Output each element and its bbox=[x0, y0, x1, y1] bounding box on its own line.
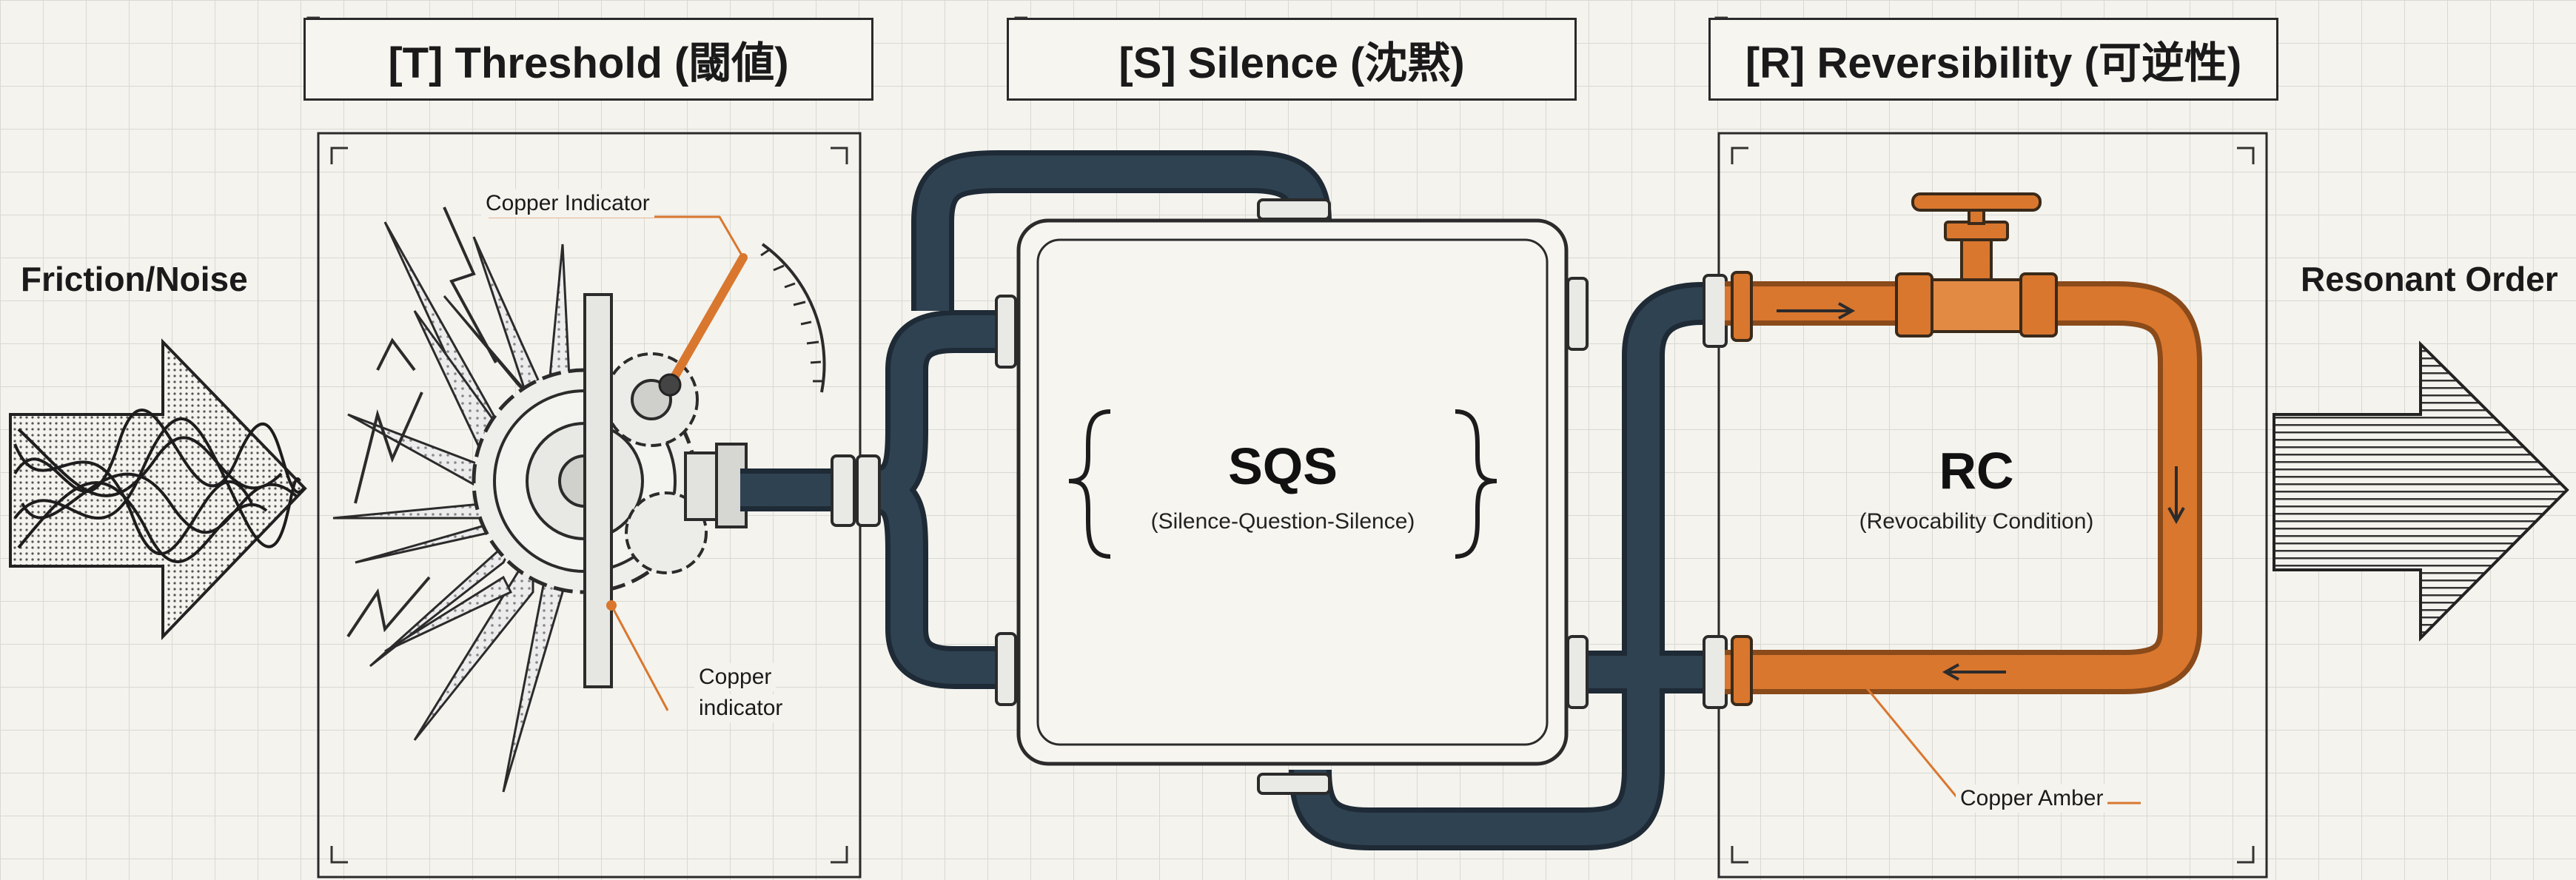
silence-section-title: [S] Silence (沈黙) bbox=[1007, 18, 1577, 101]
sqs-expansion: (Silence-Question-Silence) bbox=[1150, 509, 1415, 534]
gear-assembly bbox=[472, 293, 748, 688]
left-brace bbox=[1068, 409, 1111, 559]
navy-pipes bbox=[740, 150, 1725, 850]
copper-loop bbox=[1725, 281, 2202, 694]
right-brace bbox=[1455, 409, 1497, 559]
reversibility-panel bbox=[1717, 132, 2268, 879]
lever-callout-line-1: Copper bbox=[694, 663, 777, 691]
burst-shards bbox=[332, 221, 571, 793]
valve-pipe-callout: Copper Amber bbox=[1956, 785, 2108, 813]
valve-icon bbox=[1895, 192, 2058, 337]
sqs-chamber bbox=[1016, 218, 1569, 766]
lever-callout-line-2: indicator bbox=[694, 694, 788, 722]
tangled-lines bbox=[13, 409, 305, 563]
gauge-needle-callout: Copper Indicator bbox=[481, 189, 654, 218]
output-label: Resonant Order bbox=[2301, 260, 2558, 298]
copper-flanges bbox=[1731, 271, 1753, 706]
lever-indicator-dot bbox=[606, 600, 617, 611]
reversibility-section-title: [R] Reversibility (可逆性) bbox=[1708, 18, 2278, 101]
pressure-gauge-icon bbox=[658, 243, 826, 397]
sqs-acronym: SQS bbox=[1228, 437, 1338, 495]
rc-acronym: RC bbox=[1939, 442, 2014, 500]
resonant-output-arrow bbox=[2273, 340, 2569, 642]
copper-gauge-needle bbox=[665, 253, 748, 389]
noise-input-arrow bbox=[9, 338, 307, 640]
input-label: Friction/Noise bbox=[21, 260, 248, 298]
pipe-flanges bbox=[831, 198, 1728, 795]
zigzag-sparks bbox=[346, 206, 497, 638]
rc-expansion: (Revocability Condition) bbox=[1859, 509, 2094, 534]
flow-arrows bbox=[1777, 302, 2185, 681]
threshold-section-title: [T] Threshold (閾値) bbox=[303, 18, 873, 101]
